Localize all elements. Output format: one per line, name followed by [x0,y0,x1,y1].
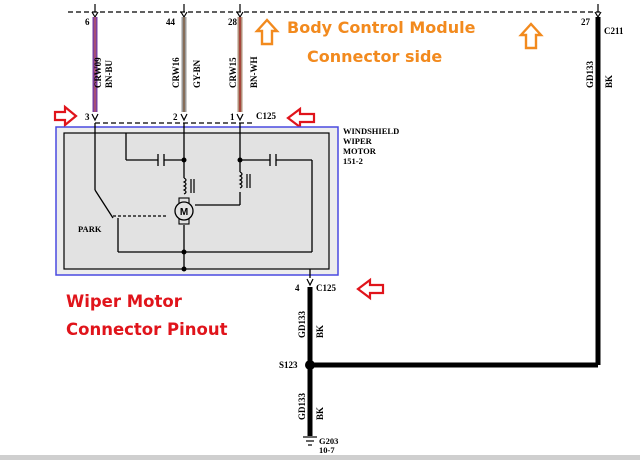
bcm-pin-6: 6 [85,17,90,27]
park-switch-label: PARK [78,224,102,234]
capacitor-icon [157,154,165,166]
bcm-pin-44-marker [180,4,188,19]
up-arrow-icon [254,18,280,46]
crw15-color-label: BN-WH [249,57,259,89]
wiper-motor-module [63,132,330,270]
gd133-lower-color-label: BK [315,407,325,420]
ground-ref: 10-7 [319,445,335,455]
bcm-pin-28-marker [236,4,244,19]
bcm-pin-6-marker [91,4,99,19]
component-name-line1: WINDSHIELD [343,126,399,136]
bcm-pin-44: 44 [166,17,176,27]
splice-label: S123 [279,360,298,370]
bcm-annotation-line2: Connector side [307,47,442,66]
gd133-right-color-label: BK [604,75,614,88]
motor-symbol-label: M [180,207,188,218]
component-name-line3: MOTOR [343,146,377,156]
crw16-circuit-label: CRW16 [171,57,181,88]
splice-s123-dot [305,360,315,370]
ground-name: G203 [319,436,338,446]
left-arrow-icon [286,106,316,130]
bcm-pin-27-marker [594,4,602,19]
motor-icon: M [174,197,194,225]
wiper-motor-internal-circuit [94,123,313,269]
motor-pin-1-marker [236,113,244,122]
component-name-line2: WIPER [343,136,373,146]
pinout-annotation-line2: Connector Pinout [66,320,228,339]
motor-pin-3: 3 [85,112,90,122]
motor-pin-1: 1 [230,112,235,122]
motor-pin-2-marker [180,113,188,122]
crw09-circuit-label: CRW09 [93,57,103,88]
motor-output-connector-c125: C125 [316,283,336,293]
motor-pin-4-marker [306,278,314,287]
bcm-pin-27: 27 [581,17,591,27]
coil-icon [182,177,195,195]
gd133-upper-circuit-label: GD133 [297,311,307,339]
motor-pin-3-marker [91,113,99,122]
gd133-lower-circuit-label: GD133 [297,393,307,421]
junction-dots [181,157,243,272]
bottom-border [0,455,640,460]
crw15-circuit-label: CRW15 [228,57,238,88]
coil-icon [238,171,251,189]
pinout-annotation-line1: Wiper Motor [66,292,183,311]
motor-pin-4: 4 [295,283,300,293]
gd133-right-circuit-label: GD133 [585,61,595,89]
right-arrow-icon [53,104,78,128]
up-arrow-icon [518,22,544,50]
bcm-annotation-line1: Body Control Module [287,18,476,37]
bcm-pin-28: 28 [228,17,238,27]
ground-icon [303,436,317,446]
motor-connector-c125: C125 [256,111,276,121]
component-ref: 151-2 [343,156,363,166]
gd133-upper-color-label: BK [315,325,325,338]
motor-pin-2: 2 [173,112,178,122]
bcm-connector-c211: C211 [604,26,624,36]
crw09-color-label: BN-BU [104,59,114,88]
crw16-color-label: GY-BN [192,59,202,88]
left-arrow-icon [356,277,385,301]
capacitor-icon [269,154,277,166]
